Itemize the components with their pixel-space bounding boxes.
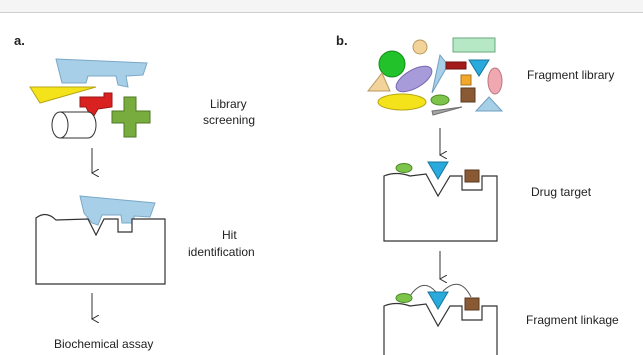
target-fragment-brown: [465, 170, 479, 182]
panel-a-letter: a.: [14, 33, 25, 48]
label-hit-1: Hit: [222, 228, 237, 242]
label-fragment-library: Fragment library: [527, 68, 614, 82]
label-library-screening-2: screening: [203, 113, 255, 127]
library-blue-piece: [56, 59, 147, 87]
target-protein-c: [384, 304, 497, 355]
fragment-darkred-bar: [446, 62, 466, 69]
fragment-blue-triangle: [469, 60, 489, 76]
target-fragment-green: [396, 164, 412, 173]
label-fragment-linkage: Fragment linkage: [526, 313, 619, 327]
fragment-lightblue-triangle: [476, 97, 502, 111]
fragment-lime-ellipse: [431, 95, 449, 105]
fragment-pink-ellipse: [488, 68, 502, 94]
library-green-cross: [112, 97, 150, 137]
fragment-gray-sliver: [432, 107, 462, 115]
label-biochemical-assay: Biochemical assay: [54, 337, 153, 351]
label-library-screening-1: Library: [210, 97, 247, 111]
label-hit-2: identification: [188, 245, 255, 259]
figure-frame: a. Library screening Hit identification …: [0, 12, 643, 355]
fragment-tan-circle: [413, 40, 427, 54]
linkage-fragment-blue: [428, 292, 448, 309]
linkage-fragment-brown: [465, 298, 479, 310]
library-cylinder: [52, 112, 96, 138]
fragment-brown-square: [461, 88, 475, 102]
target-fragment-blue: [428, 162, 448, 179]
fragment-screening-diagram: a. Library screening Hit identification …: [0, 13, 643, 355]
fragment-yellow-ellipse: [378, 94, 426, 110]
target-protein-a: [36, 214, 165, 284]
fragment-mint-rect: [453, 38, 495, 52]
fragment-teal-sliver: [432, 55, 448, 93]
linkage-fragment-green: [396, 294, 412, 303]
target-protein-b: [384, 174, 497, 242]
panel-b-letter: b.: [336, 33, 348, 48]
linker-arc-right: [443, 284, 471, 297]
fragment-green-circle: [379, 51, 405, 77]
fragment-orange-square: [461, 75, 471, 85]
label-drug-target: Drug target: [531, 185, 592, 199]
